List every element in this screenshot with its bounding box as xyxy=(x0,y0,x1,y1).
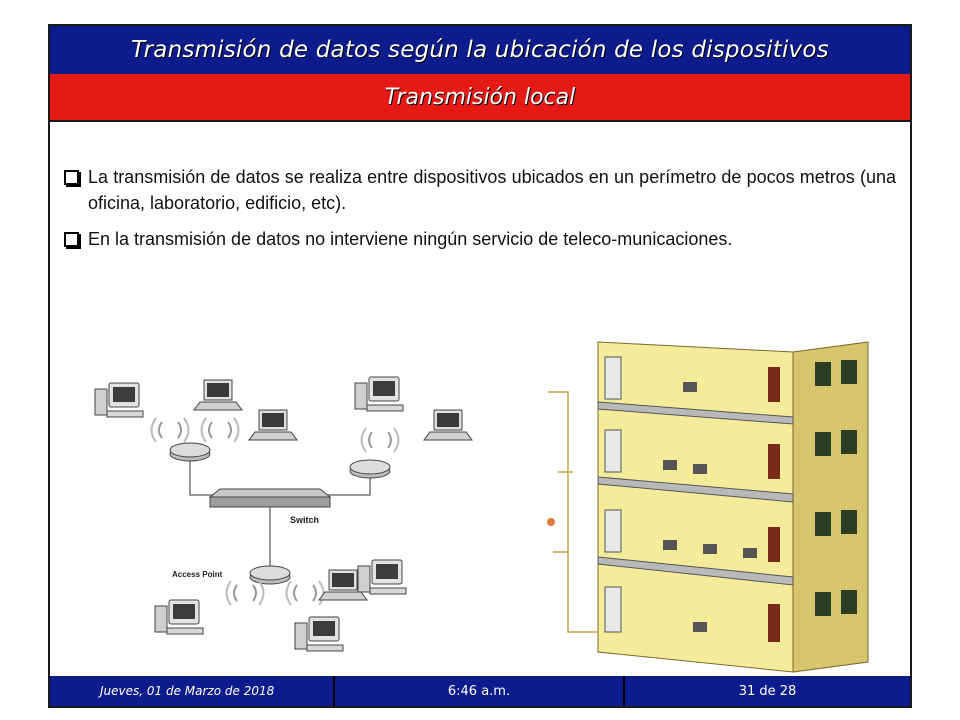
checkbox-bullet-icon xyxy=(64,170,79,185)
bullet-text: En la transmisión de datos no interviene… xyxy=(88,229,733,249)
bullet-list: La transmisión de datos se realiza entre… xyxy=(64,164,896,262)
building-illustration xyxy=(547,341,869,673)
desktop-pc-icon xyxy=(357,559,407,595)
slide-title: Transmisión de datos según la ubicación … xyxy=(50,26,910,74)
switch-icon xyxy=(208,488,332,508)
access-point-icon xyxy=(349,459,391,479)
laptop-icon xyxy=(423,409,473,441)
laptop-icon xyxy=(193,379,243,411)
network-diagram: Switch Access Point xyxy=(94,376,473,652)
bullet-text: La transmisión de datos se realiza entre… xyxy=(88,167,896,213)
checkbox-bullet-icon xyxy=(64,232,79,247)
footer-date: Jueves, 01 de Marzo de 2018 xyxy=(50,676,335,706)
desktop-pc-icon xyxy=(294,616,344,652)
desktop-pc-icon xyxy=(354,376,404,412)
desktop-pc-icon xyxy=(154,599,204,635)
access-point-icon xyxy=(249,565,291,585)
footer-time: 6:46 a.m. xyxy=(335,676,625,706)
bullet-item: En la transmisión de datos no interviene… xyxy=(64,226,896,252)
switch-label: Switch xyxy=(290,515,319,525)
footer-page-number: 31 de 28 xyxy=(738,683,797,699)
desktop-pc-icon xyxy=(94,382,144,418)
access-point-icon xyxy=(169,442,211,462)
laptop-icon xyxy=(248,409,298,441)
access-point-label: Access Point xyxy=(172,570,223,579)
slide-subtitle: Transmisión local xyxy=(50,74,910,122)
footer: Jueves, 01 de Marzo de 2018 6:46 a.m. 31… xyxy=(50,676,910,706)
bullet-item: La transmisión de datos se realiza entre… xyxy=(64,164,896,216)
connection-point-icon xyxy=(547,518,555,526)
